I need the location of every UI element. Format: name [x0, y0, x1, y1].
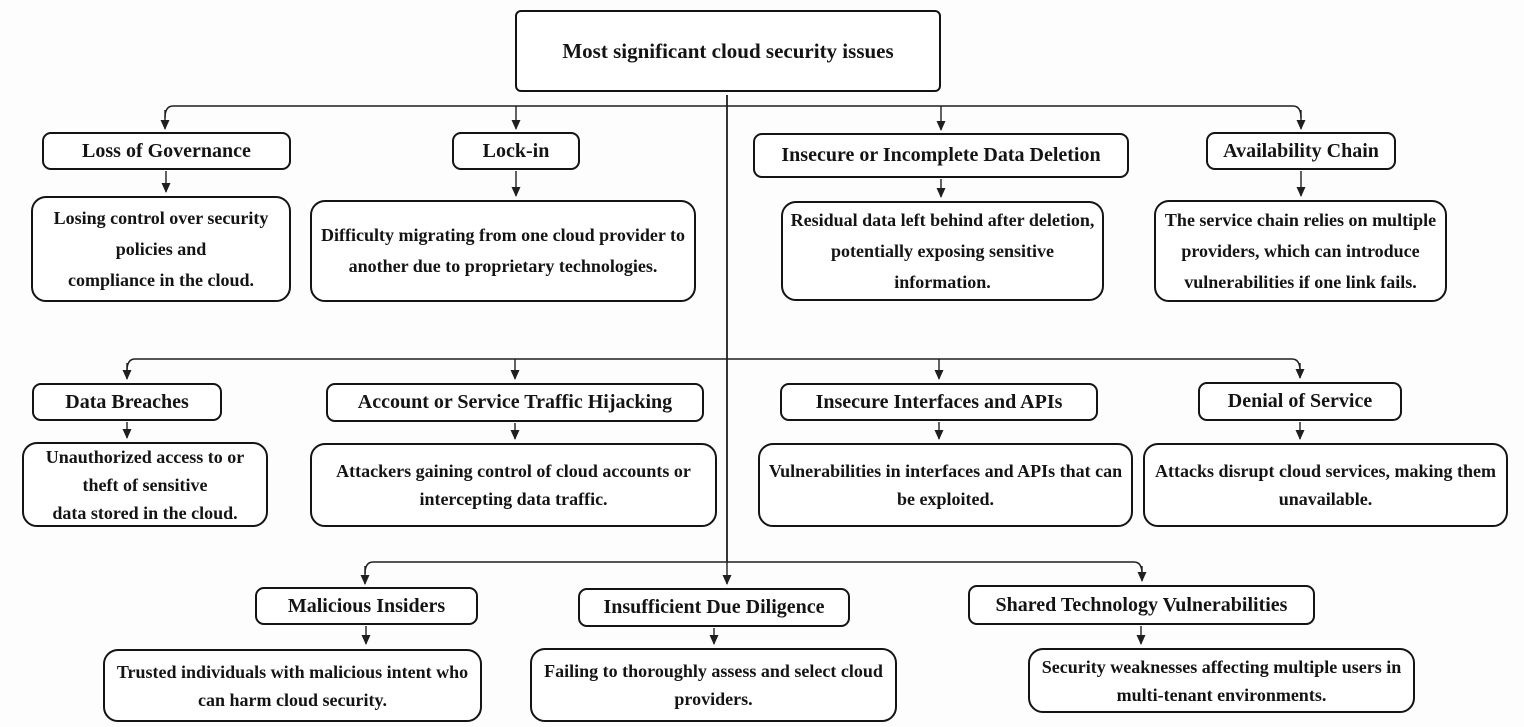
node-title-availability-chain: Availability Chain: [1206, 132, 1396, 170]
node-desc-shared-technology-vulnerabilities: Security weaknesses affecting multiple u…: [1028, 648, 1415, 713]
node-title-lock-in: Lock-in: [452, 132, 580, 170]
node-desc-lock-in: Difficulty migrating from one cloud prov…: [310, 200, 696, 302]
root-node: Most significant cloud security issues: [515, 10, 941, 92]
node-title-malicious-insiders: Malicious Insiders: [255, 587, 478, 625]
node-title-shared-technology-vulnerabilities: Shared Technology Vulnerabilities: [968, 585, 1315, 625]
node-desc-availability-chain: The service chain relies on multiple pro…: [1154, 200, 1447, 302]
node-title-insecure-interfaces-apis: Insecure Interfaces and APIs: [780, 383, 1098, 421]
node-title-denial-of-service: Denial of Service: [1198, 382, 1402, 421]
node-title-data-breaches: Data Breaches: [32, 383, 222, 421]
row2-rail: [126, 358, 1301, 372]
node-title-loss-of-governance: Loss of Governance: [42, 132, 291, 170]
node-desc-data-breaches: Unauthorized access to or theft of sensi…: [22, 442, 268, 527]
node-desc-malicious-insiders: Trusted individuals with malicious inten…: [103, 649, 482, 722]
node-title-insecure-data-deletion: Insecure or Incomplete Data Deletion: [753, 133, 1129, 178]
node-title-traffic-hijacking: Account or Service Traffic Hijacking: [326, 383, 704, 422]
row1-rail: [164, 105, 1302, 119]
row3-rail: [364, 561, 1143, 575]
node-desc-insufficient-due-diligence: Failing to thoroughly assess and select …: [530, 648, 897, 722]
node-desc-denial-of-service: Attacks disrupt cloud services, making t…: [1143, 443, 1508, 527]
node-desc-traffic-hijacking: Attackers gaining control of cloud accou…: [310, 443, 717, 527]
node-desc-insecure-interfaces-apis: Vulnerabilities in interfaces and APIs t…: [758, 443, 1133, 527]
node-desc-insecure-data-deletion: Residual data left behind after deletion…: [781, 201, 1104, 301]
node-title-insufficient-due-diligence: Insufficient Due Diligence: [578, 588, 850, 627]
node-desc-loss-of-governance: Losing control over security policies an…: [31, 196, 291, 302]
